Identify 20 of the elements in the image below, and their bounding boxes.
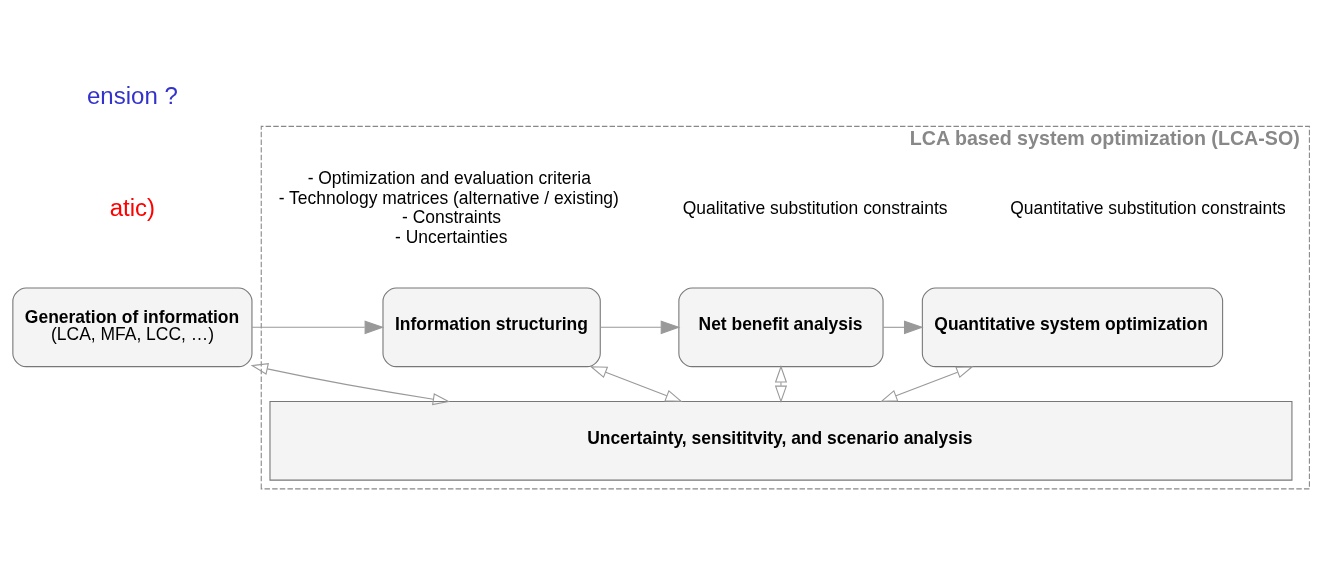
node-label: - Optimization and evaluation criteria xyxy=(307,168,591,189)
node-box: Net benefit analysis xyxy=(678,287,884,368)
arrow xyxy=(882,320,924,335)
node-box: Generation of information (LCA, MFA, LCC, …) xyxy=(12,287,253,368)
label: ension ? xyxy=(87,82,178,110)
arrow xyxy=(879,366,974,402)
arrow xyxy=(251,320,385,335)
arrow xyxy=(774,365,788,404)
node-label: Quantitative substitution constraints xyxy=(1010,197,1286,218)
label: atic) xyxy=(109,193,156,221)
node-label: - Technology matrices (alternative / existing) xyxy=(278,187,619,208)
node-box: Uncertainty, sensititvity, and scenario analysis xyxy=(269,401,1293,481)
node-box: Quantitative system optimization xyxy=(921,287,1224,368)
node-label: Qualitative substitution constraints xyxy=(682,197,948,218)
node-label: - Uncertainties xyxy=(395,227,508,248)
arrow xyxy=(250,362,451,406)
arrow xyxy=(599,320,681,335)
node-box: Information structuring xyxy=(382,287,601,368)
arrow xyxy=(589,366,683,402)
node-label: - Constraints xyxy=(402,207,502,228)
